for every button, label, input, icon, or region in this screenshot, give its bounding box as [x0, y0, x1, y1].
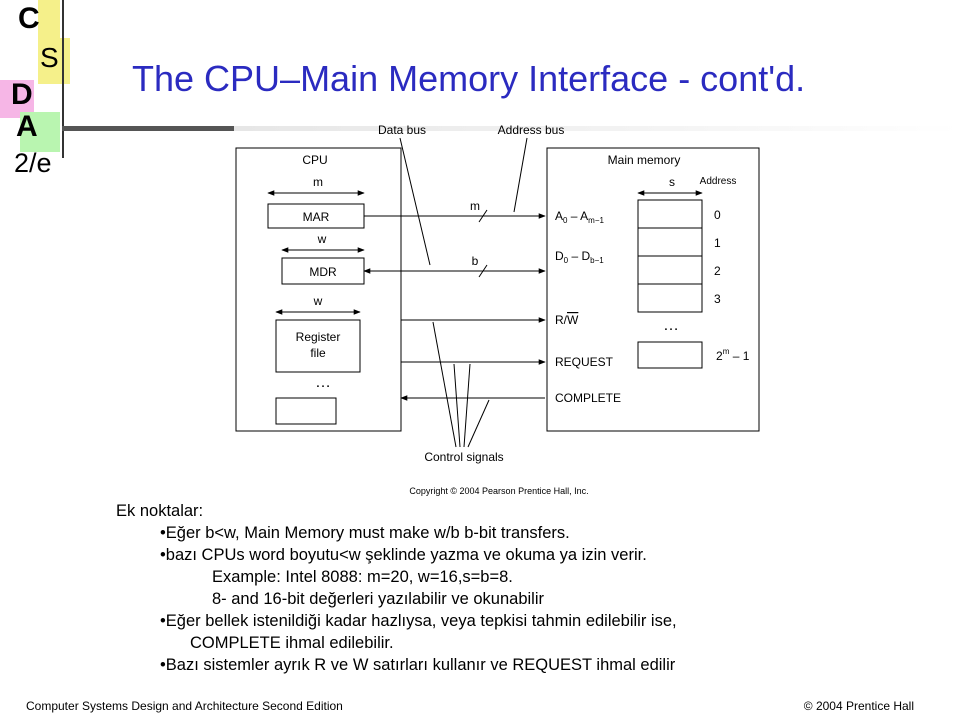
- data-bus-width: b: [472, 254, 479, 268]
- address-label: Address: [700, 176, 737, 187]
- address-lines-label: A0 – Am−1: [555, 209, 604, 225]
- control-pointer-1: [432, 321, 457, 448]
- logo-square-yellow: [38, 38, 70, 84]
- logo-letter-a: A: [16, 110, 38, 143]
- last-address-label: 2m – 1: [716, 347, 750, 363]
- control-signals-label: Control signals: [424, 450, 503, 464]
- data-bus-pointer: [399, 137, 431, 266]
- control-pointer-2: [453, 363, 461, 448]
- rw-label: R/W: [555, 313, 579, 327]
- address-bus-width: m: [470, 199, 480, 213]
- memory-ellipsis: …: [663, 317, 679, 334]
- control-pointer-3: [463, 363, 471, 448]
- title-rule: [62, 126, 234, 131]
- register-file-label-1: Register: [296, 330, 341, 344]
- title-rule-fade: [234, 126, 960, 131]
- complete-label: COMPLETE: [555, 391, 621, 405]
- request-label: REQUEST: [555, 355, 614, 369]
- address-bus-label: Address bus: [498, 123, 565, 137]
- note-item-6: COMPLETE ihmal edilebilir.: [190, 634, 394, 652]
- address-3: 3: [714, 292, 721, 306]
- logo-vertical-rule: [62, 0, 64, 158]
- cpu-ellipsis: …: [315, 374, 331, 391]
- note-item-2: •bazı CPUs word boyutu<w şeklinde yazma …: [160, 546, 647, 564]
- main-memory-box: [546, 147, 760, 432]
- data-bus-label: Data bus: [378, 123, 426, 137]
- note-item-7: •Bazı sistemler ayrık R ve W satırları k…: [160, 656, 676, 674]
- footer-right: © 2004 Prentice Hall: [803, 699, 914, 713]
- m-width-label: m: [313, 175, 323, 189]
- logo-square-green: [20, 112, 60, 152]
- w-width-label-2: w: [313, 294, 323, 308]
- diagram-copyright: Copyright © 2004 Pearson Prentice Hall, …: [409, 486, 588, 496]
- address-2: 2: [714, 264, 721, 278]
- data-lines-label: D0 – Db−1: [555, 249, 604, 265]
- notes-block: Ek noktalar: •Eğer b<w, Main Memory must…: [116, 500, 677, 676]
- logo-letter-s: S: [40, 42, 59, 73]
- note-item-5: •Eğer bellek istenildiği kadar hazlıysa,…: [160, 612, 677, 630]
- cpu-extra-register: [275, 397, 337, 425]
- w-width-label-1: w: [317, 232, 327, 246]
- page-title: The CPU–Main Memory Interface - cont'd.: [132, 58, 806, 99]
- cpu-box: [235, 147, 402, 432]
- mar-label: MAR: [303, 210, 330, 224]
- logo-square-yellow-top: [38, 0, 60, 38]
- register-file-label-2: file: [310, 346, 326, 360]
- address-0: 0: [714, 208, 721, 222]
- control-pointer-4: [467, 399, 490, 448]
- memory-last-cell: [637, 341, 703, 369]
- cpu-memory-diagram: Data bus Address bus CPU m MAR w MDR w R…: [235, 123, 760, 496]
- address-1: 1: [714, 236, 721, 250]
- note-item-3: Example: Intel 8088: m=20, w=16,s=b=8.: [212, 568, 513, 586]
- logo-letter-c: C: [18, 2, 40, 35]
- logo-letter-d: D: [11, 78, 33, 111]
- main-memory-label: Main memory: [608, 153, 681, 167]
- s-width-label: s: [669, 175, 675, 189]
- address-bus-pointer: [513, 137, 528, 213]
- mdr-label: MDR: [309, 265, 337, 279]
- logo-letter-2e: 2/e: [14, 148, 52, 178]
- note-item-1: •Eğer b<w, Main Memory must make w/b b-b…: [160, 524, 570, 542]
- note-item-4: 8- and 16-bit değerleri yazılabilir ve o…: [212, 590, 545, 608]
- register-file: [275, 319, 361, 373]
- footer-left: Computer Systems Design and Architecture…: [26, 699, 343, 713]
- notes-heading: Ek noktalar:: [116, 502, 204, 520]
- cpu-label: CPU: [302, 153, 327, 167]
- logo-square-pink: [0, 80, 34, 118]
